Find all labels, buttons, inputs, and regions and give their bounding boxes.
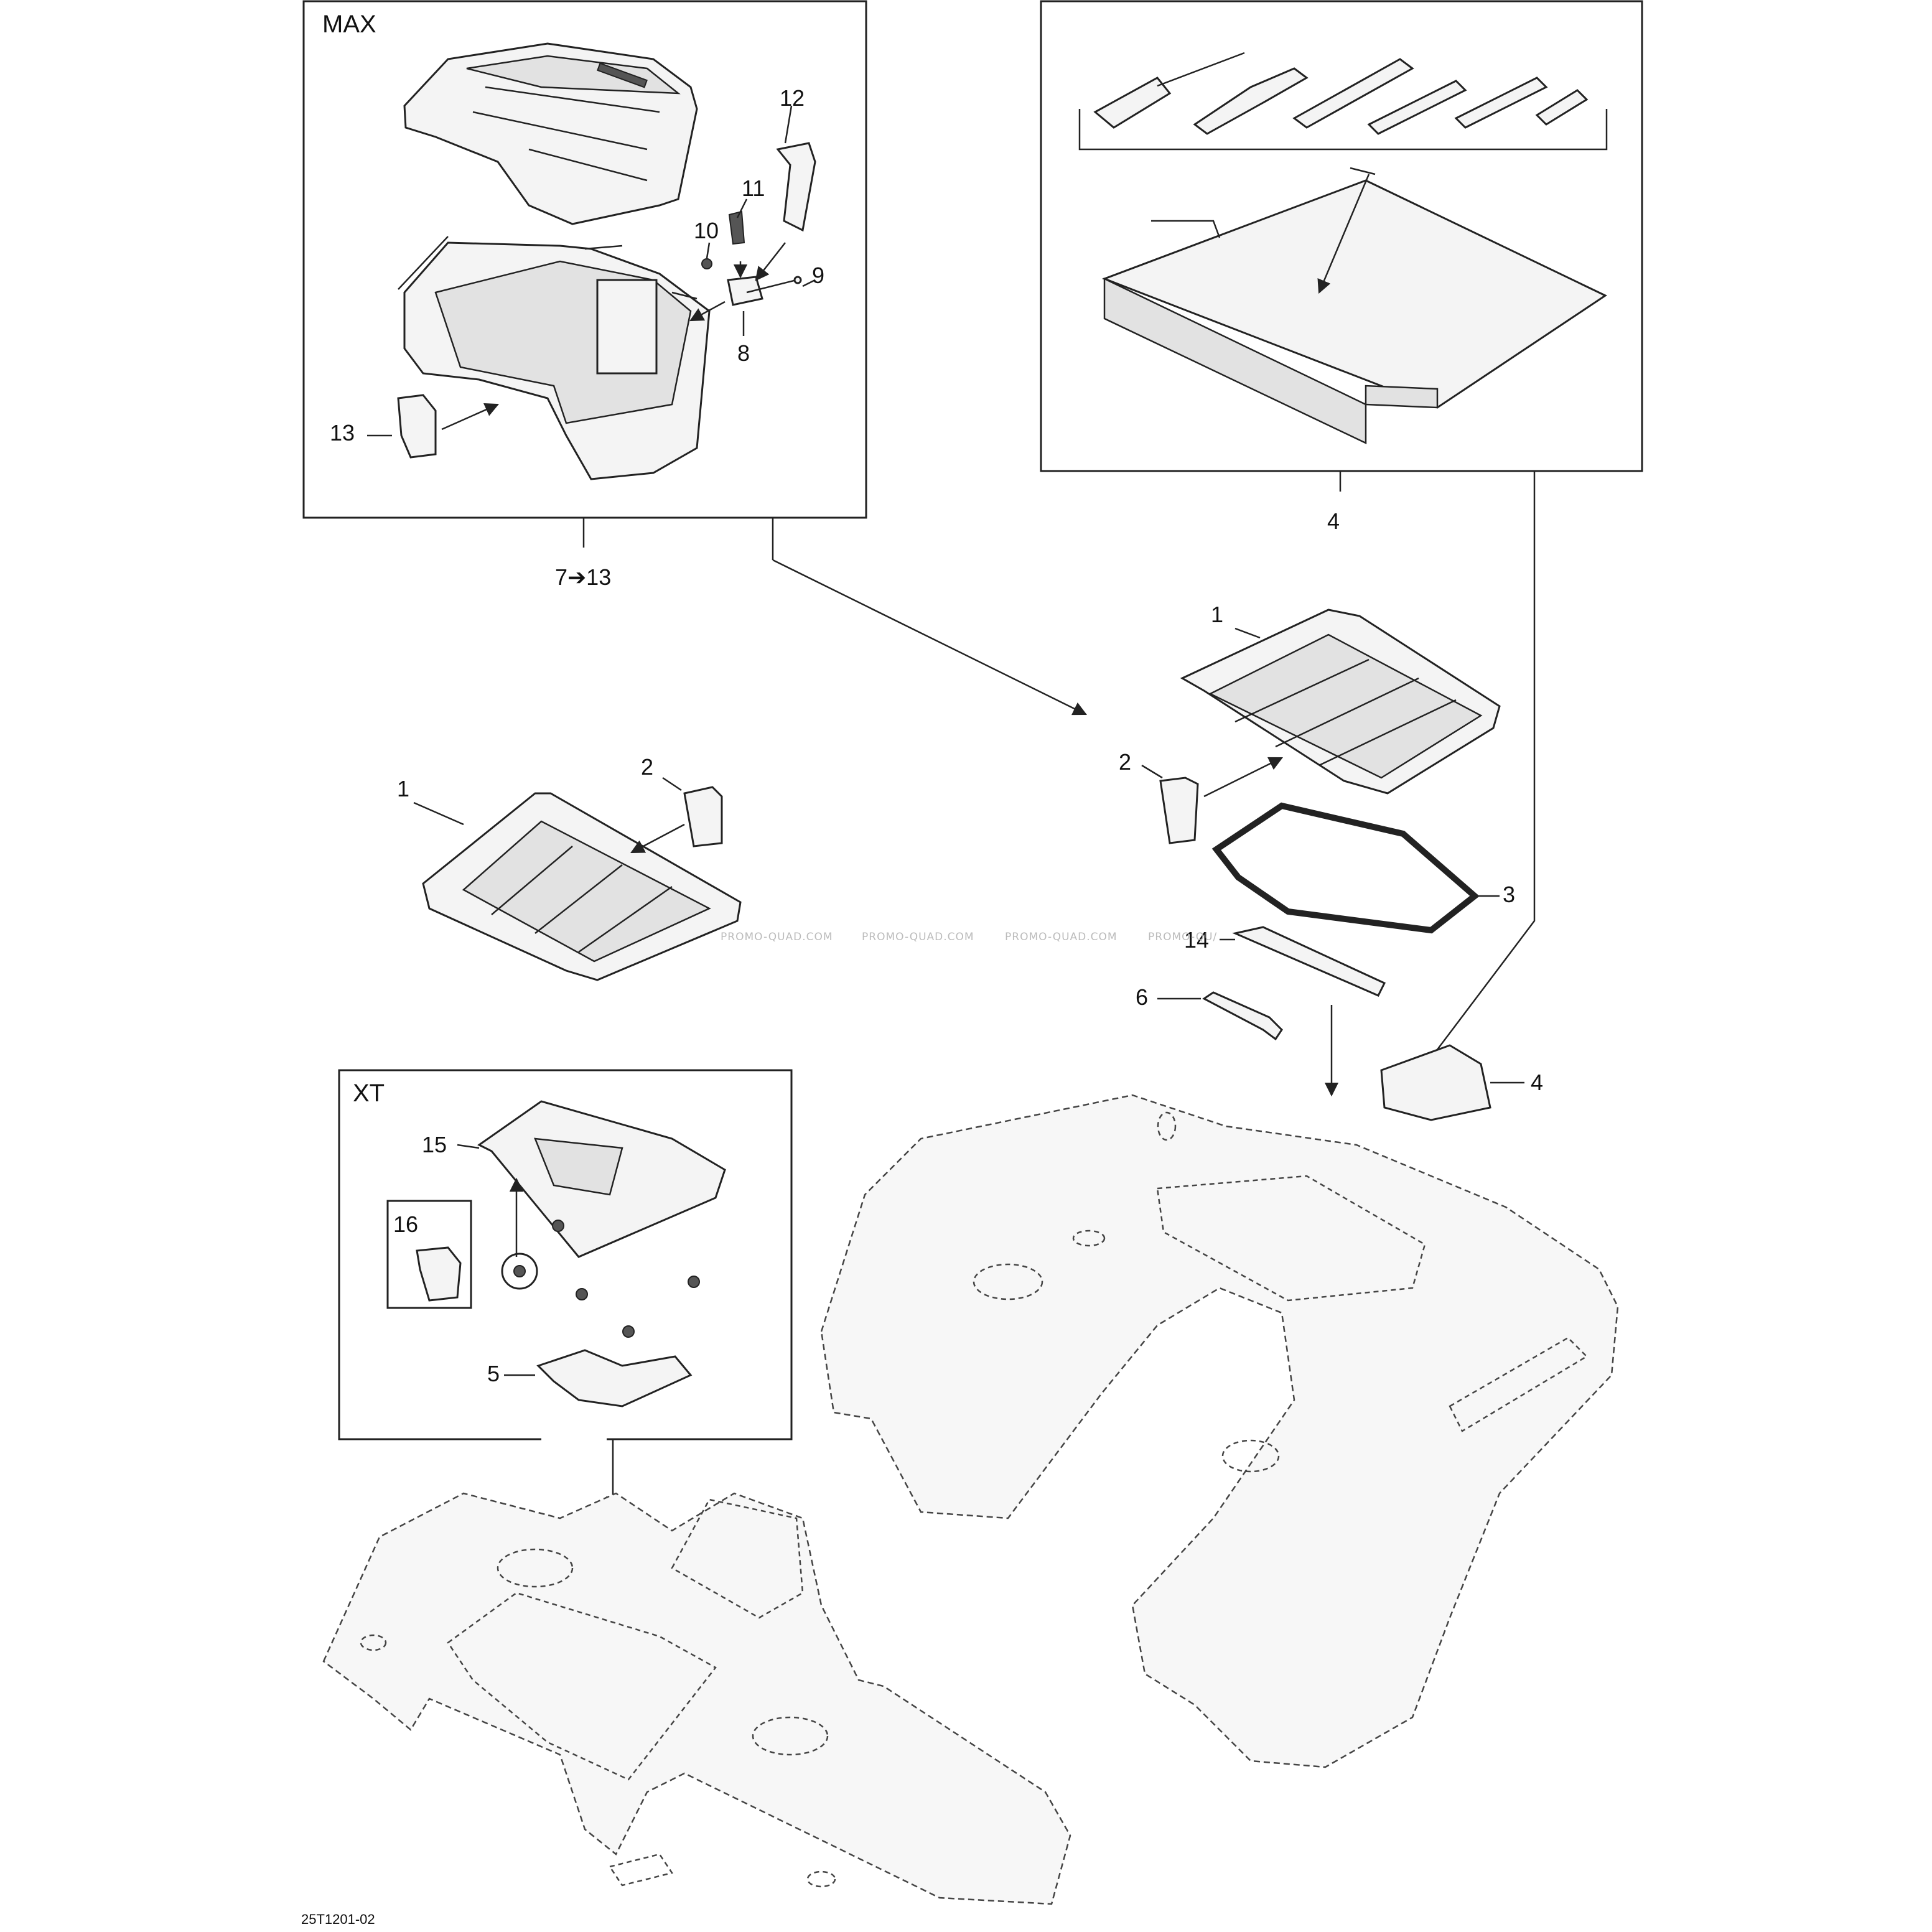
callout-range-7-13: 7➔13: [555, 564, 611, 590]
callout-16: 16: [393, 1211, 418, 1237]
watermark: PROMO-QUAD.COM: [721, 931, 833, 943]
callout-11: 11: [742, 175, 765, 201]
rear-fender-left: [322, 1492, 1071, 1905]
latch-assembly: [701, 142, 816, 306]
wrench-small: [1367, 80, 1467, 135]
callout-12: 12: [780, 85, 805, 111]
watermark: PROMO-QU/: [1148, 931, 1217, 943]
bit-tool: [1535, 89, 1589, 126]
xt-box-label: XT: [353, 1080, 385, 1107]
wrench-tool: [1202, 991, 1283, 1041]
xt-detail-box: XT 15 16 5: [338, 1069, 793, 1440]
callout-14: 14: [1184, 927, 1209, 953]
strap-5: [536, 1349, 693, 1407]
retainer-clip: [416, 1246, 462, 1302]
pin: [793, 276, 802, 284]
spring: [728, 210, 745, 245]
clip-left: [683, 786, 723, 847]
reference-code: 25T1201-02: [301, 1911, 375, 1927]
callout-4-right: 4: [1531, 1070, 1543, 1095]
max-detail-box: MAX: [302, 0, 867, 519]
watermark: PROMO-QUAD.COM: [862, 931, 974, 943]
zoom-circle: [501, 1253, 538, 1290]
latch-bracket: [727, 276, 763, 306]
watermark: PROMO-QUAD.COM: [1005, 931, 1118, 943]
callout-8: 8: [737, 340, 750, 366]
callout-1-right: 1: [1211, 602, 1223, 627]
tool-pouch: [1101, 179, 1608, 444]
storage-tray: [398, 236, 711, 480]
callout-13: 13: [330, 420, 355, 446]
clip: [397, 394, 437, 459]
callout-15: 15: [422, 1132, 447, 1157]
pliers: [1193, 67, 1309, 135]
inset-box-16: [386, 1200, 472, 1309]
rear-fender-right: [820, 1094, 1619, 1768]
max-box-label: MAX: [322, 11, 376, 38]
screwdriver: [1093, 77, 1172, 129]
callout-1-left: 1: [397, 776, 409, 801]
latch-handle: [776, 142, 816, 232]
callout-9: 9: [812, 263, 824, 288]
tool-pouch-small: [1380, 1044, 1491, 1121]
push-rivets: [513, 1220, 700, 1338]
callout-2-left: 2: [641, 754, 653, 780]
seal-ring: [1211, 802, 1480, 934]
rear-rack-right: [1180, 609, 1501, 795]
clip-right: [1159, 777, 1199, 844]
callout-10: 10: [694, 218, 719, 243]
callout-6: 6: [1136, 984, 1148, 1010]
rear-rack-left: [422, 792, 742, 981]
strap: [1232, 926, 1386, 997]
tools: [1093, 52, 1589, 135]
callout-4-top: 4: [1327, 508, 1340, 534]
socket-tool: [1454, 77, 1548, 129]
storage-lid: [403, 42, 698, 225]
callout-2-right: 2: [1119, 749, 1131, 775]
toolkit-box: [1040, 0, 1643, 472]
washer: [701, 258, 712, 269]
callout-5: 5: [487, 1361, 500, 1386]
callout-3: 3: [1503, 882, 1515, 907]
wrench-large: [1292, 58, 1414, 129]
